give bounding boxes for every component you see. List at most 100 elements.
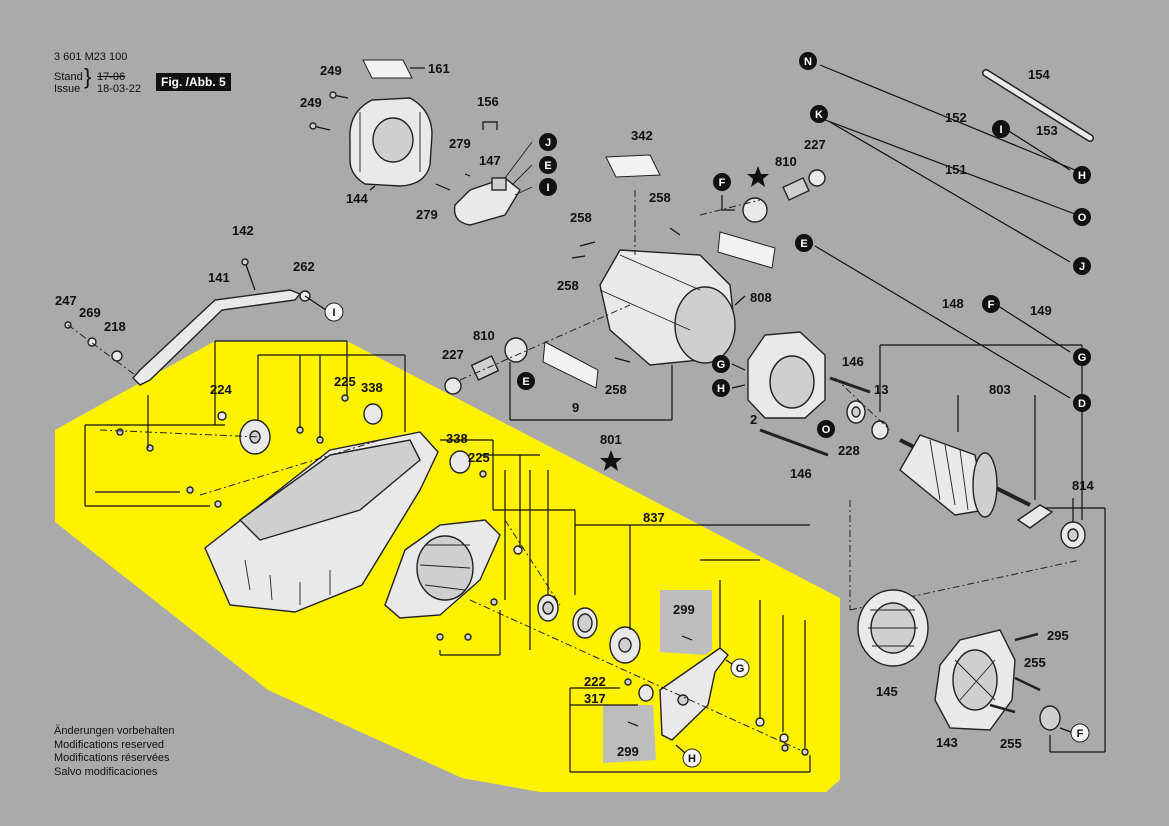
part-callout-box-299-top: [660, 590, 712, 655]
issue-date: 18-03-22: [97, 83, 142, 95]
callout-299: 299: [617, 744, 639, 759]
svg-text:H: H: [717, 383, 725, 395]
callout-228: 228: [838, 443, 860, 458]
callout-227: 227: [804, 137, 826, 152]
star-icon: [747, 166, 769, 187]
part-label-9: [542, 341, 599, 389]
svg-text:F: F: [719, 177, 726, 189]
svg-text:G: G: [717, 359, 726, 371]
part-switch-147: [435, 141, 533, 226]
brace: }: [84, 64, 92, 89]
part-motor-housing-144: [349, 97, 433, 191]
callout-144: 144: [346, 191, 368, 206]
part-blade-guard-inner: [384, 519, 501, 619]
callout-9: 9: [572, 400, 579, 415]
part-blade-guard-outer: [204, 431, 439, 613]
part-armature: [899, 434, 1031, 518]
svg-text:I: I: [999, 124, 1002, 136]
callout-153: 153: [1036, 123, 1058, 138]
marker-G: G: [712, 355, 730, 373]
callout-258: 258: [605, 382, 627, 397]
callout-279: 279: [449, 136, 471, 151]
part-fan-145: [857, 589, 929, 667]
callout-218: 218: [104, 319, 126, 334]
callout-141: 141: [208, 270, 230, 285]
callout-161: 161: [428, 61, 450, 76]
note-fr: Modifications réservées: [54, 752, 170, 764]
callout-262: 262: [293, 259, 315, 274]
marker-F: F: [1070, 723, 1090, 743]
callout-255: 255: [1000, 736, 1022, 751]
svg-text:H: H: [688, 753, 696, 765]
callout-154: 154: [1028, 67, 1050, 82]
callout-13: 13: [874, 382, 888, 397]
callout-338: 338: [446, 431, 468, 446]
part-label-plate-161: [362, 59, 425, 79]
svg-text:I: I: [546, 182, 549, 194]
callout-258: 258: [649, 190, 671, 205]
svg-text:D: D: [1078, 398, 1086, 410]
marker-H: H: [1073, 166, 1091, 184]
callout-222: 222: [584, 674, 606, 689]
svg-text:H: H: [1078, 170, 1086, 182]
marker-D: D: [1073, 394, 1091, 412]
callout-279: 279: [416, 207, 438, 222]
callout-2: 2: [750, 412, 757, 427]
marker-I: I: [539, 178, 557, 196]
callout-338: 338: [361, 380, 383, 395]
part-field-housing: [599, 249, 736, 366]
issue-label: Issue: [54, 83, 81, 95]
marker-J: J: [1073, 257, 1091, 275]
notes-block: Änderungen vorbehalten Modifications res…: [54, 725, 174, 779]
svg-text:F: F: [988, 299, 995, 311]
svg-text:G: G: [1078, 352, 1087, 364]
part-bearing-sleeves: [537, 594, 641, 664]
marker-H: H: [682, 748, 702, 768]
marker-F: F: [982, 295, 1000, 313]
callout-299: 299: [673, 602, 695, 617]
callout-146: 146: [842, 354, 864, 369]
svg-text:O: O: [1078, 212, 1087, 224]
part-screws-295-255: [989, 632, 1061, 731]
callout-295: 295: [1047, 628, 1069, 643]
marker-E: E: [517, 372, 535, 390]
part-lever-141: [132, 258, 327, 386]
part-stator: [731, 331, 826, 419]
svg-text:J: J: [1079, 261, 1085, 273]
assembly-lines-center: [459, 190, 761, 421]
marker-E: E: [539, 156, 557, 174]
part-screws-146: [759, 376, 871, 457]
callout-837: 837: [643, 510, 665, 525]
part-wires: [814, 64, 1081, 399]
assembly-lines-yellow: [84, 340, 811, 773]
callout-258: 258: [570, 210, 592, 225]
callout-152: 152: [945, 110, 967, 125]
figure-label: Fig. /Abb. 5: [156, 73, 231, 91]
callout-810: 810: [473, 328, 495, 343]
marker-N: N: [799, 52, 817, 70]
part-clip-156: [482, 121, 498, 130]
svg-text:G: G: [736, 663, 745, 675]
callout-269: 269: [79, 305, 101, 320]
marker-O: O: [1073, 208, 1091, 226]
callout-801: 801: [600, 432, 622, 447]
part-label-342: [605, 154, 661, 178]
callout-147: 147: [479, 153, 501, 168]
callout-149: 149: [1030, 303, 1052, 318]
callout-142: 142: [232, 223, 254, 238]
note-en: Modifications reserved: [54, 738, 165, 751]
note-es: Salvo modificaciones: [54, 765, 158, 778]
callout-317: 317: [584, 691, 606, 706]
part-washer-338: [363, 403, 471, 474]
part-end-housing-143: [934, 629, 1016, 731]
note-de: Änderungen vorbehalten: [54, 725, 175, 737]
callout-156: 156: [477, 94, 499, 109]
marker-G: G: [1073, 348, 1091, 366]
callout-247: 247: [55, 293, 77, 308]
part-label-808: [717, 231, 776, 306]
part-screw-washer-247-269-218: [64, 321, 136, 376]
old-date: 17-06: [97, 71, 126, 83]
svg-text:E: E: [544, 160, 551, 172]
callout-249: 249: [320, 63, 342, 78]
part-gasket: [1016, 504, 1054, 529]
